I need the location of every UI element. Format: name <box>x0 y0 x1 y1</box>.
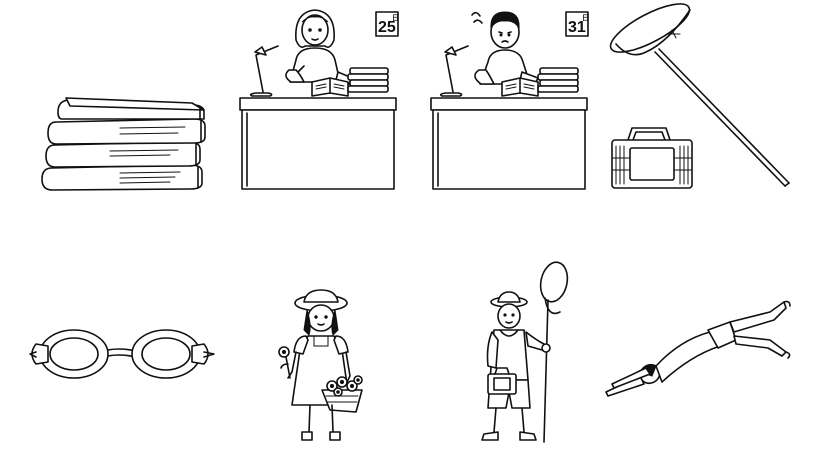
calendar-girl <box>376 12 398 36</box>
girl-with-flowers-icon <box>279 290 362 440</box>
calendar-girl-day: 25 <box>378 19 396 36</box>
calendar-boy-mark: 日 <box>582 14 589 22</box>
books-stack-icon <box>42 98 205 190</box>
diving-swimmer-icon <box>606 302 790 397</box>
boy-with-net-icon <box>482 260 571 442</box>
net-and-insect-cage-icon <box>605 0 789 188</box>
swimming-goggles-icon <box>30 330 214 378</box>
calendar-boy-day: 31 <box>568 19 586 36</box>
calendar-boy <box>566 12 588 36</box>
boy-studying-icon: 31 日 <box>431 12 589 189</box>
girl-studying-icon: 25 日 <box>240 10 399 189</box>
calendar-girl-mark: 日 <box>392 14 399 22</box>
